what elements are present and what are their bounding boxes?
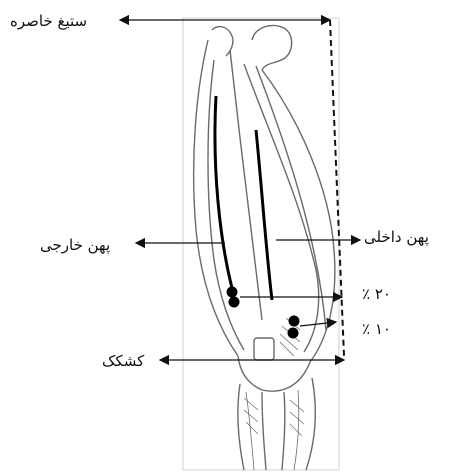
vastus-medialis-line <box>256 130 272 300</box>
vastus-lateralis-line <box>215 96 232 288</box>
lower-leg-left <box>238 384 244 470</box>
shin-line-2 <box>282 392 285 470</box>
electrode-dot-lateral-2 <box>229 297 240 308</box>
sartorius-line <box>256 66 326 330</box>
label-vastus-lateralis: پهن خارجی <box>40 236 110 255</box>
lower-leg-right <box>306 378 315 470</box>
patella-shape <box>254 338 274 360</box>
electrode-dot-medial-2 <box>288 328 299 339</box>
thigh-outer-contour <box>194 40 238 356</box>
middle-muscle-line <box>230 50 262 320</box>
femur-head <box>252 25 292 70</box>
knee-outline <box>238 356 310 391</box>
label-pct-20: ٪ ۲۰ <box>362 285 391 303</box>
pct10-arrow <box>300 322 336 326</box>
tendon-line-1 <box>246 392 254 470</box>
label-patella: کشکک <box>102 352 145 370</box>
shin-line-1 <box>262 392 266 470</box>
label-vastus-medialis: پهن داخلی <box>364 228 429 247</box>
electrode-dot-lateral-1 <box>227 287 238 298</box>
label-iliac-crest: ستیغ خاصره <box>10 12 87 30</box>
vastus-medialis-outline <box>244 64 319 352</box>
label-pct-10: ٪ ۱۰ <box>362 320 391 338</box>
electrode-dot-medial-1 <box>289 316 300 327</box>
leg-illustration <box>194 25 335 470</box>
